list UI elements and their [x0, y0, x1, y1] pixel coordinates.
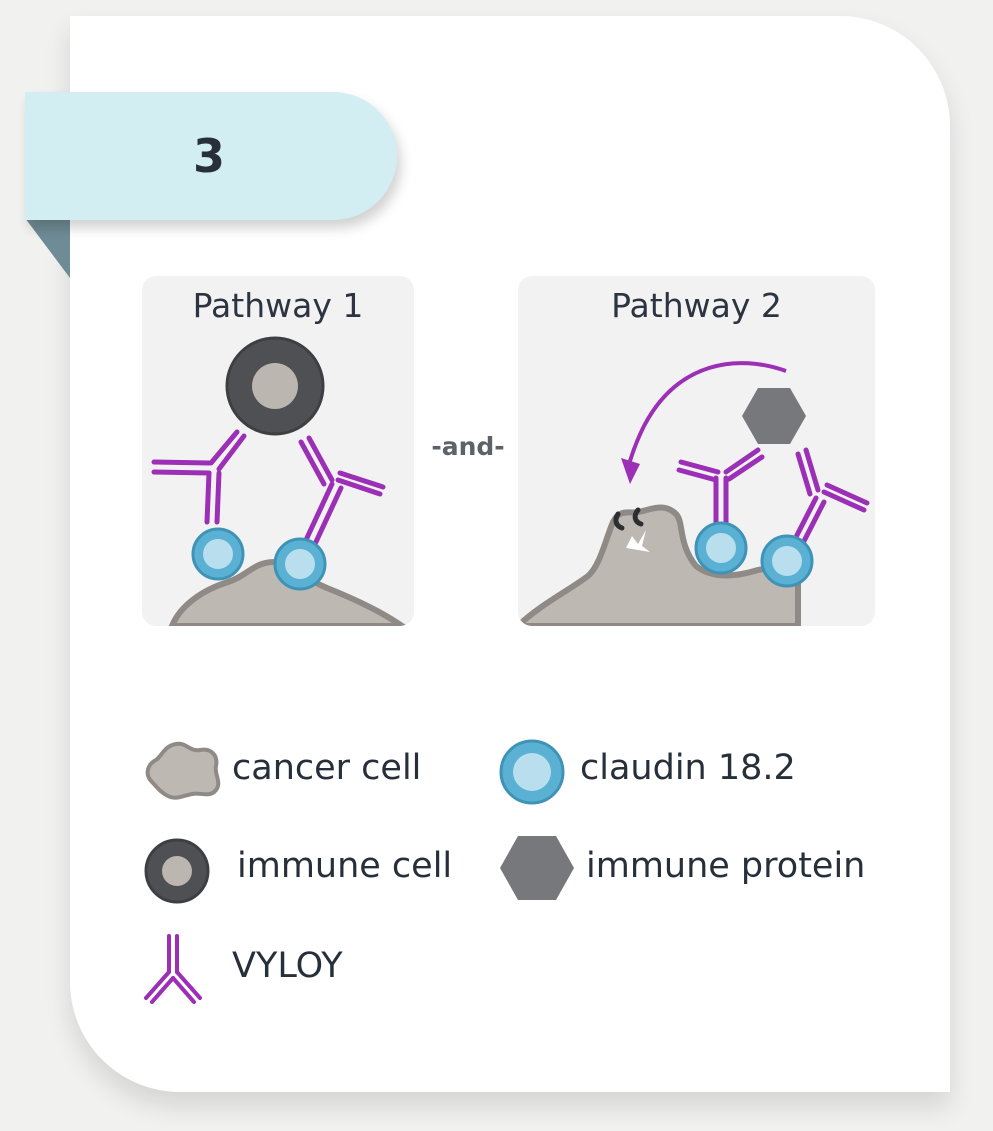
vyloy-antibody [298, 435, 386, 547]
ribbon-fold [25, 218, 70, 278]
immune-cell-icon [144, 838, 210, 904]
damage-spark [626, 530, 650, 552]
step-number: 3 [193, 129, 226, 183]
legend-label-immune-cell: immune cell [237, 846, 453, 886]
legend-label-claudin: claudin 18.2 [580, 748, 796, 788]
legend-label-vyloy: VYLOY [232, 946, 343, 986]
claudin-18-2 [273, 537, 327, 591]
arrow-head [621, 458, 640, 484]
and-connector: -and- [431, 432, 505, 461]
damage-mark [632, 507, 644, 527]
cancer-cell-shape [518, 504, 801, 626]
pathway-1-panel: Pathway 1 [142, 276, 414, 626]
claudin-18-2 [760, 534, 814, 588]
claudin-18-2 [191, 527, 245, 581]
immune-protein-icon [500, 836, 574, 900]
vyloy-antibody [151, 429, 247, 525]
immune-protein [742, 388, 806, 444]
legend-label-immune-protein: immune protein [586, 846, 866, 886]
legend-label-cancer-cell: cancer cell [232, 748, 422, 788]
vyloy-antibody-icon [144, 934, 202, 1004]
vyloy-antibody [791, 447, 870, 548]
pathway-1-illustration [151, 336, 408, 626]
immune-cell [225, 336, 325, 436]
claudin-icon [499, 739, 565, 805]
step-tab: 3 [25, 92, 397, 220]
cancer-cell-icon [145, 741, 221, 800]
vyloy-antibody [676, 447, 765, 529]
pathway-2-panel: Pathway 2 [518, 276, 875, 626]
claudin-18-2 [694, 521, 748, 575]
damage-mark [613, 511, 625, 531]
pathway-2-illustration [518, 361, 870, 626]
attack-arrow [628, 361, 787, 462]
